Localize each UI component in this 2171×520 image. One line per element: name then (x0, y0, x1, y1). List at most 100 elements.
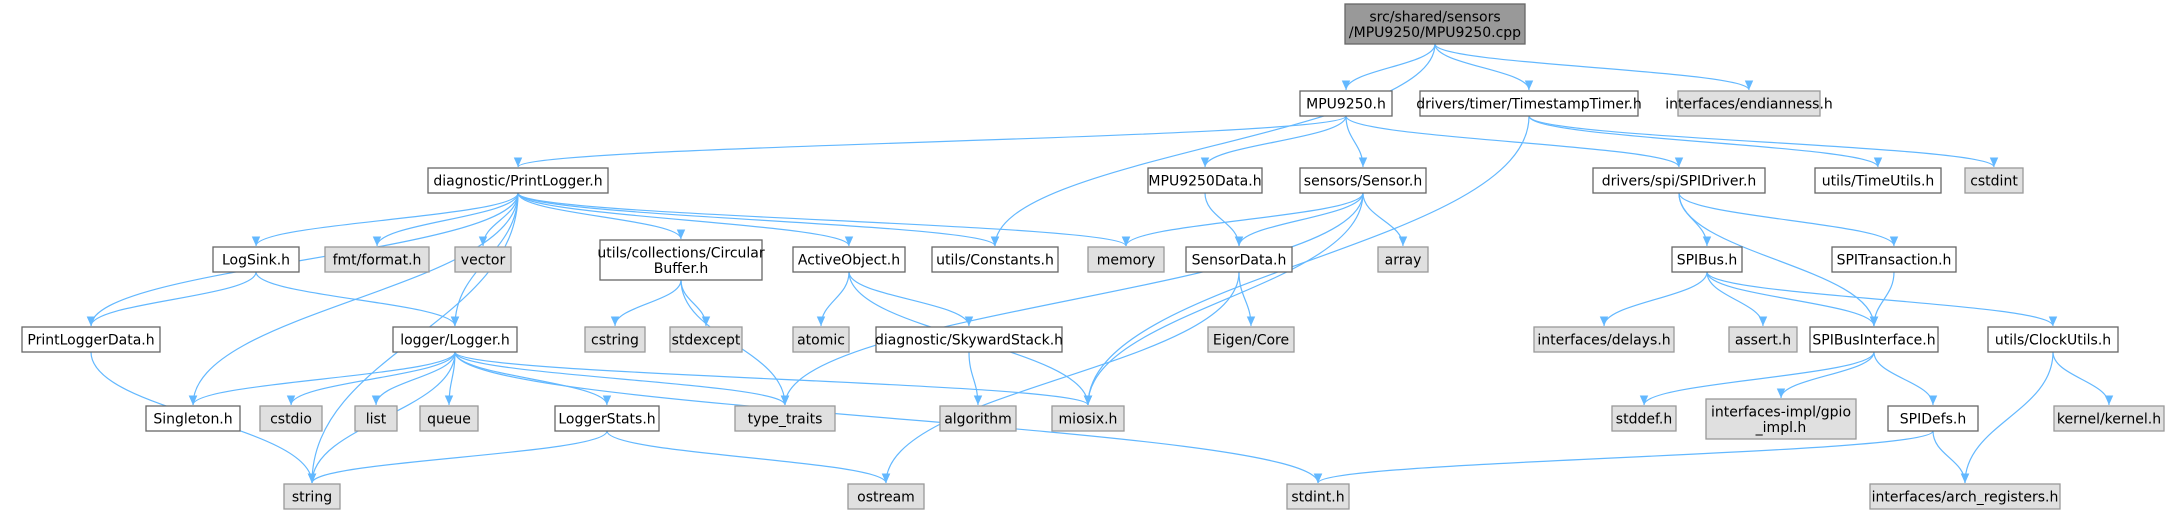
node-time-utils[interactable]: utils/TimeUtils.h (1814, 167, 1942, 194)
edge-arrow (1599, 271, 1708, 327)
edge-arrow (514, 115, 1347, 168)
node-box (1611, 405, 1677, 432)
edge-spibus_interface-to-spi_defs (1873, 351, 1938, 406)
edge-arrow (454, 351, 790, 406)
node-print-logger-data[interactable]: PrintLoggerData.h (21, 326, 161, 353)
node-assert-h: assert.h (1728, 326, 1798, 353)
node-mpu9250-data[interactable]: MPU9250Data.h (1147, 167, 1263, 194)
node-sensor-h[interactable]: sensors/Sensor.h (1299, 167, 1427, 194)
node-print-logger[interactable]: diagnostic/PrintLogger.h (427, 167, 609, 194)
edge-sensor_h-to-sensor_data (1234, 192, 1364, 247)
edge-spi_defs-to-stdint_h (1313, 430, 1934, 484)
node-root[interactable]: src/shared/sensors/MPU9250/MPU9250.cpp (1344, 3, 1526, 45)
edge-arrow (86, 192, 519, 327)
node-box (2053, 405, 2165, 432)
node-spi-transaction[interactable]: SPITransaction.h (1831, 246, 1957, 273)
node-logsink[interactable]: LogSink.h (212, 246, 300, 273)
edge-timestamp_timer-to-time_utils (1528, 115, 1883, 168)
node-spi-defs[interactable]: SPIDefs.h (1887, 405, 1979, 432)
node-delays: interfaces/delays.h (1533, 326, 1675, 353)
node-label: memory (1097, 253, 1156, 269)
edge-spibus-to-delays (1599, 271, 1708, 327)
node-label: cstdint (1970, 174, 2018, 190)
edge-arrow (1238, 271, 1256, 327)
nodes-layer: src/shared/sensors/MPU9250/MPU9250.cppMP… (21, 3, 2165, 510)
edge-arrow (1678, 192, 1899, 247)
node-box (392, 326, 518, 353)
node-stdint-h: stdint.h (1286, 483, 1350, 510)
edge-clock_utils-to-arch_registers (1960, 351, 2054, 484)
edge-logger_h-to-miosix (454, 351, 1093, 406)
edge-root-to-endianness (1434, 43, 1754, 91)
node-box (1185, 246, 1293, 273)
node-label: PrintLoggerData.h (27, 333, 154, 349)
edge-arrow (1869, 271, 1895, 327)
node-constants[interactable]: utils/Constants.h (931, 246, 1059, 273)
edge-spibus_interface-to-stddef (1639, 351, 1875, 406)
node-label: /MPU9250/MPU9250.cpp (1349, 25, 1521, 41)
node-logger-stats[interactable]: LoggerStats.h (554, 405, 660, 432)
edge-arrow (848, 271, 974, 327)
node-sensor-data[interactable]: SensorData.h (1185, 246, 1293, 273)
node-label: assert.h (1735, 333, 1791, 349)
node-label: utils/Constants.h (936, 253, 1054, 269)
edge-active_object-to-atomic (816, 271, 850, 327)
node-mpu9250-h[interactable]: MPU9250.h (1299, 90, 1393, 117)
edge-logsink-to-logger_h (255, 271, 460, 327)
node-label: sensors/Sensor.h (1304, 174, 1422, 190)
node-label: _impl.h (1755, 420, 1807, 436)
edge-sensor_h-to-memory (1121, 192, 1364, 247)
node-timestamp-timer[interactable]: drivers/timer/TimestampTimer.h (1416, 90, 1642, 117)
node-box (1207, 326, 1295, 353)
edge-arrow (517, 192, 1131, 247)
edge-arrow (1341, 43, 1436, 91)
node-logger-h[interactable]: logger/Logger.h (392, 326, 518, 353)
node-array: array (1377, 246, 1429, 273)
node-label: drivers/timer/TimestampTimer.h (1416, 97, 1642, 113)
node-list: list (354, 405, 398, 432)
edge-spi_transaction-to-spibus_interface (1869, 271, 1895, 327)
node-skyward-stack[interactable]: diagnostic/SkywardStack.h (875, 326, 1063, 353)
edge-spibus_interface-to-gpio_impl (1776, 351, 1875, 399)
node-active-object[interactable]: ActiveObject.h (792, 246, 906, 273)
edge-arrow (251, 192, 519, 247)
edge-arrow (2052, 351, 2114, 406)
node-label: diagnostic/PrintLogger.h (433, 174, 602, 190)
node-spibus-interface[interactable]: SPIBusInterface.h (1809, 326, 1939, 353)
edge-mpu9250_h-to-spi_driver (1345, 115, 1684, 168)
node-label: LogSink.h (222, 253, 290, 269)
node-cstdio: cstdio (259, 405, 323, 432)
edge-root-to-mpu9250_h (1341, 43, 1436, 91)
node-box (734, 405, 836, 432)
node-label: utils/collections/Circular (597, 245, 764, 261)
node-box (847, 483, 925, 510)
node-label: Buffer.h (654, 261, 709, 277)
node-box (1987, 326, 2119, 353)
edge-arrow (517, 192, 854, 247)
edge-arrow (816, 271, 850, 327)
node-atomic: atomic (792, 326, 850, 353)
edge-arrow (606, 430, 891, 484)
node-box (875, 326, 1063, 353)
node-box (1344, 3, 1526, 45)
node-label: list (366, 412, 387, 428)
node-label: SensorData.h (1192, 253, 1287, 269)
node-spi-driver[interactable]: drivers/spi/SPIDriver.h (1592, 167, 1766, 194)
node-box (1964, 167, 2024, 194)
node-label: stddef.h (1616, 412, 1672, 428)
node-box (21, 326, 161, 353)
node-kernel: kernel/kernel.h (2053, 405, 2165, 432)
edge-print_logger-to-constants (517, 192, 1000, 247)
node-box (454, 246, 512, 273)
node-spibus[interactable]: SPIBus.h (1671, 246, 1743, 273)
node-box (599, 239, 763, 281)
node-box (1051, 405, 1125, 432)
node-box (1728, 326, 1798, 353)
edge-sensor_data-to-ostream (881, 271, 1240, 484)
node-clock-utils[interactable]: utils/ClockUtils.h (1987, 326, 2119, 353)
node-box (1087, 246, 1165, 273)
node-ostream: ostream (847, 483, 925, 510)
node-singleton[interactable]: Singleton.h (145, 405, 241, 432)
edge-arrow (1200, 115, 1347, 168)
